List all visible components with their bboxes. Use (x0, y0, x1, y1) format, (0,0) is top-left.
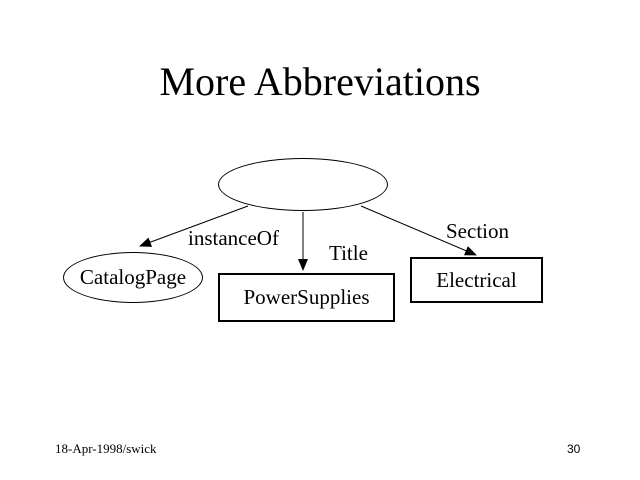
node-electrical: Electrical (410, 257, 543, 303)
node-catalog-page: CatalogPage (63, 252, 203, 303)
node-power-supplies: PowerSupplies (218, 273, 395, 322)
node-power-supplies-label: PowerSupplies (243, 285, 370, 309)
page-number: 30 (567, 442, 581, 456)
edge-label-instanceof: instanceOf (188, 226, 279, 250)
node-electrical-label: Electrical (436, 267, 517, 292)
edge-label-section: Section (446, 219, 509, 243)
slide-title: More Abbreviations (159, 59, 481, 104)
edge-label-title: Title (329, 241, 368, 265)
node-catalog-page-label: CatalogPage (79, 265, 187, 289)
edge-section-arrow (360, 205, 477, 256)
edge-instanceof-arrow (139, 205, 249, 247)
node-root-ellipse (218, 158, 388, 211)
footer-date: 18-Apr-1998/swick (55, 441, 157, 456)
